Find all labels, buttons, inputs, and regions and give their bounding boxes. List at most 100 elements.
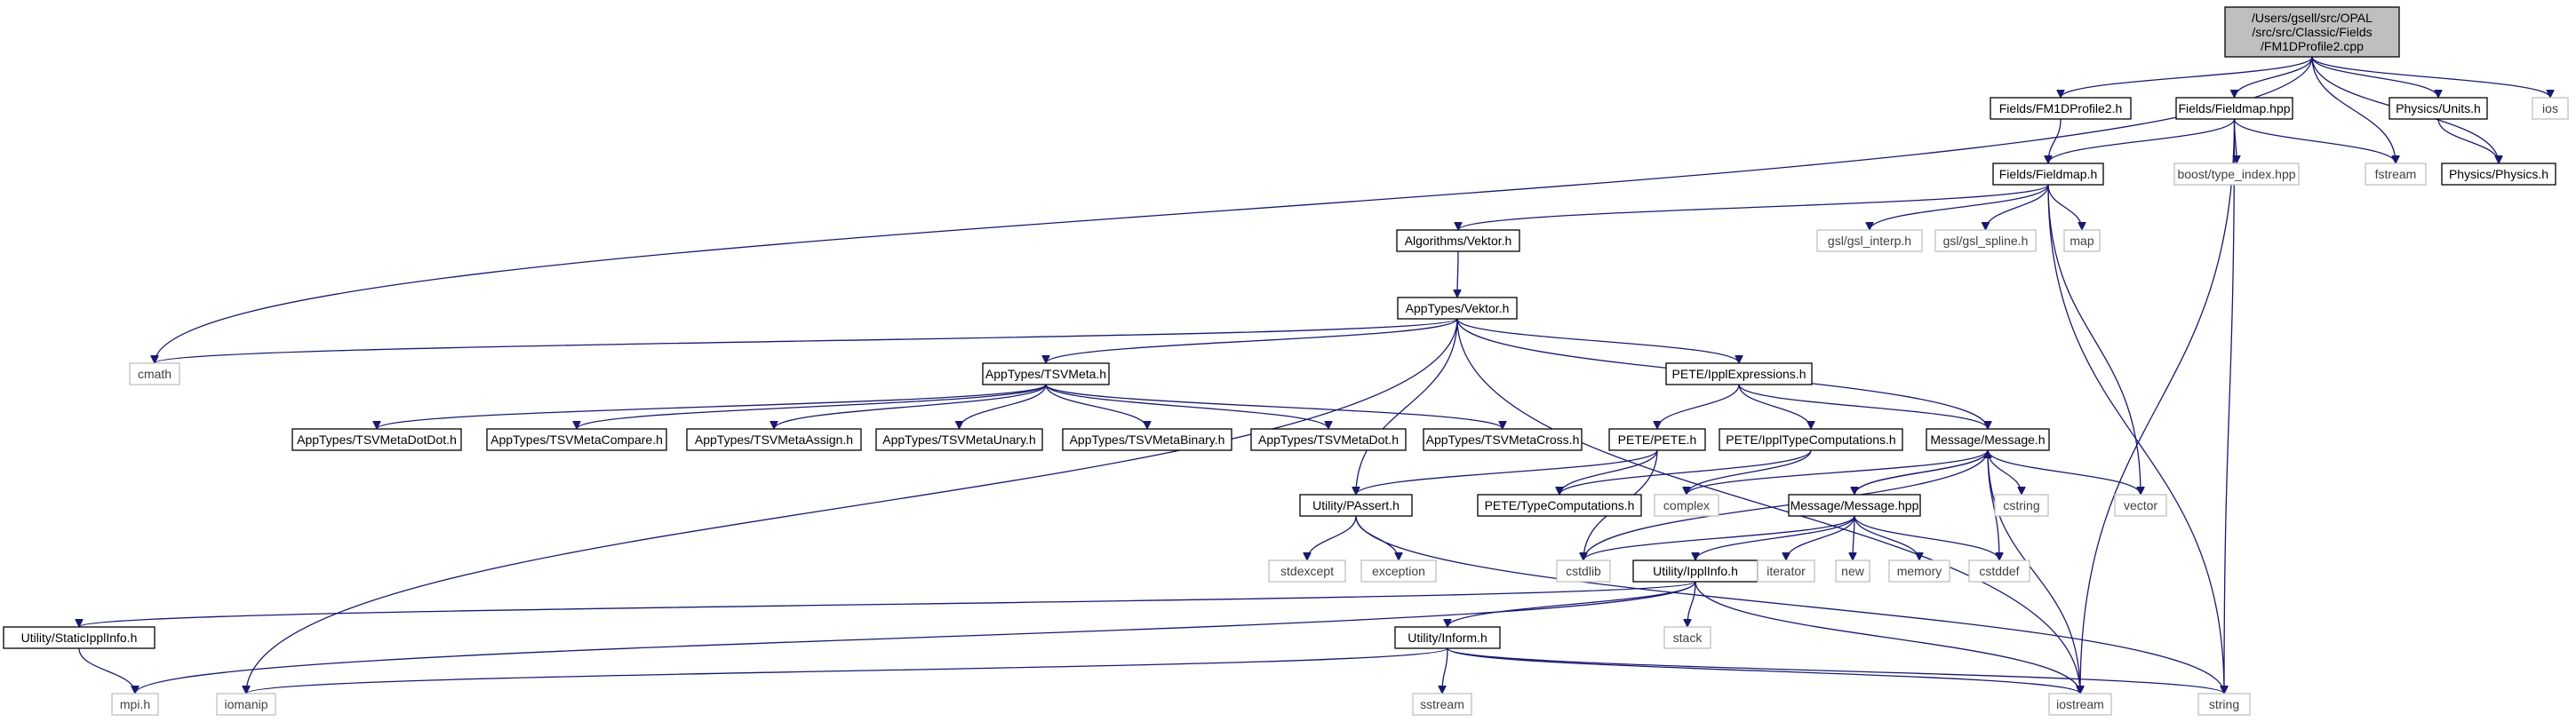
node-gsl-spline: gsl/gsl_spline.h (1934, 229, 2037, 252)
node-box (2173, 163, 2300, 186)
node-tsv-compare[interactable]: AppTypes/TSVMetaCompare.h (486, 428, 667, 451)
node-box (2532, 97, 2569, 120)
node-label: PETE/TypeComputations.h (1485, 498, 1635, 512)
node-tsv-cross[interactable]: AppTypes/TSVMetaCross.h (1423, 428, 1583, 451)
node-label: /FM1DProfile2.cpp (2261, 39, 2364, 53)
edge-tsvmeta-to-tsv_dot (1045, 384, 1328, 430)
node-box (1423, 428, 1583, 451)
node-box (486, 428, 667, 451)
edge-pete_h-to-passert (1356, 449, 1658, 496)
node-box (1412, 693, 1472, 716)
edge-root-to-ios (2311, 56, 2550, 99)
node-box (1888, 559, 1950, 583)
dependency-nodes: /Users/gsell/src/OPAL/src/src/Classic/Fi… (3, 6, 2569, 716)
edge-root-to-fstream (2311, 56, 2396, 163)
edge-root-to-cmath (155, 56, 2313, 363)
node-fieldmap-hpp[interactable]: Fields/Fieldmap.hpp (2175, 97, 2293, 120)
node-boost-type-index: boost/type_index.hpp (2173, 163, 2300, 186)
node-pete-typecomp[interactable]: PETE/TypeComputations.h (1477, 494, 1642, 517)
node-apptypes-vektor[interactable]: AppTypes/Vektor.h (1397, 297, 1518, 320)
edge-message_hpp-to-cstdlib (1583, 515, 1855, 561)
node-passert[interactable]: Utility/PAssert.h (1299, 494, 1413, 517)
node-tsv-binary[interactable]: AppTypes/TSVMetaBinary.h (1062, 428, 1232, 451)
node-tsvmeta[interactable]: AppTypes/TSVMeta.h (982, 362, 1110, 385)
node-message-hpp[interactable]: Message/Message.hpp (1788, 494, 1921, 517)
node-gsl-interp: gsl/gsl_interp.h (1816, 229, 1923, 252)
edge-ippl_expr-to-message_h (1738, 384, 1988, 430)
node-box (1654, 494, 1719, 517)
edge-alg_vektor-to-apptypes_vektor (1457, 250, 1458, 298)
node-iostream: iostream (2048, 693, 2112, 716)
node-label: complex (1663, 498, 1710, 512)
node-label: cstdlib (1566, 564, 1601, 578)
node-tsv-dot[interactable]: AppTypes/TSVMetaDot.h (1250, 428, 1407, 451)
node-label: AppTypes/TSVMetaBinary.h (1070, 432, 1225, 447)
edge-ipplinfo-to-stack (1687, 581, 1696, 627)
node-physics-physics[interactable]: Physics/Physics.h (2441, 163, 2556, 186)
node-box (2063, 229, 2101, 252)
node-label: mpi.h (120, 697, 150, 711)
node-pete-h[interactable]: PETE/PETE.h (1608, 428, 1706, 451)
node-box (875, 428, 1043, 451)
node-label: gsl/gsl_spline.h (1943, 234, 2029, 248)
node-label: AppTypes/Vektor.h (1406, 301, 1510, 315)
edge-fieldmap_hpp-to-fstream (2233, 118, 2397, 164)
edge-ipplinfo-to-iostream (1695, 581, 2080, 694)
node-fieldmap-h[interactable]: Fields/Fieldmap.h (1992, 163, 2104, 186)
node-tsv-assign[interactable]: AppTypes/TSVMetaAssign.h (686, 428, 862, 451)
node-box (1934, 229, 2037, 252)
node-stack: stack (1663, 626, 1711, 649)
node-ipplinfo[interactable]: Utility/IpplInfo.h (1632, 559, 1759, 583)
node-message-h[interactable]: Message/Message.h (1926, 428, 2050, 451)
node-box (1968, 559, 2030, 583)
node-root[interactable]: /Users/gsell/src/OPAL/src/src/Classic/Fi… (2224, 6, 2400, 58)
node-map: map (2063, 229, 2101, 252)
node-box (1360, 559, 1437, 583)
edge-ipplinfo-to-static_ippl (79, 581, 1696, 628)
node-box (1396, 229, 1520, 252)
node-label: Message/Message.hpp (1790, 498, 1919, 512)
node-tsv-unary[interactable]: AppTypes/TSVMetaUnary.h (875, 428, 1043, 451)
edge-apptypes_vektor-to-cmath (155, 318, 1458, 364)
edge-static_ippl-to-mpi (78, 647, 135, 694)
edge-message_hpp-to-iterator (1786, 515, 1855, 561)
node-box (129, 362, 180, 385)
edge-passert-to-stdexcept (1307, 515, 1357, 561)
node-box (1757, 559, 1815, 583)
node-inform[interactable]: Utility/Inform.h (1394, 626, 1501, 649)
node-ios: ios (2532, 97, 2569, 120)
node-label: AppTypes/TSVMetaAssign.h (695, 432, 853, 447)
node-label: Fields/Fieldmap.hpp (2178, 101, 2290, 115)
node-fm1d-h[interactable]: Fields/FM1DProfile2.h (1990, 97, 2132, 120)
node-alg-vektor[interactable]: Algorithms/Vektor.h (1396, 229, 1520, 252)
edge-tsvmeta-to-tsv_compare (577, 384, 1047, 430)
node-box (2224, 6, 2400, 58)
node-label: AppTypes/TSVMetaUnary.h (882, 432, 1035, 447)
edge-message_h-to-vector (1987, 449, 2141, 496)
node-tsv-dotdot[interactable]: AppTypes/TSVMetaDotDot.h (291, 428, 462, 451)
node-mpi: mpi.h (111, 693, 159, 716)
node-box (216, 693, 276, 716)
node-box (1397, 297, 1518, 320)
node-box (1926, 428, 2050, 451)
node-box (2441, 163, 2556, 186)
node-box (1816, 229, 1923, 252)
node-exception: exception (1360, 559, 1437, 583)
node-ippl-expr[interactable]: PETE/IpplExpressions.h (1665, 362, 1813, 385)
node-box (1835, 559, 1870, 583)
node-fstream: fstream (2365, 163, 2427, 186)
edge-apptypes_vektor-to-iomanip (246, 318, 1458, 694)
node-box (1719, 428, 1903, 451)
node-static-ippl[interactable]: Utility/StaticIpplInfo.h (3, 626, 156, 649)
edge-apptypes_vektor-to-ippl_expr (1456, 318, 1739, 364)
node-box (1994, 494, 2049, 517)
node-label: AppTypes/TSVMetaCompare.h (490, 432, 663, 447)
edge-message_hpp-to-ipplinfo (1695, 515, 1855, 561)
edge-fieldmap_h-to-map (2047, 184, 2082, 231)
node-physics-units[interactable]: Physics/Units.h (2389, 97, 2488, 120)
node-ippl-typecomp[interactable]: PETE/IpplTypeComputations.h (1719, 428, 1903, 451)
edge-apptypes_vektor-to-tsvmeta (1046, 318, 1458, 364)
node-label: fstream (2375, 167, 2417, 181)
node-box (1663, 626, 1711, 649)
